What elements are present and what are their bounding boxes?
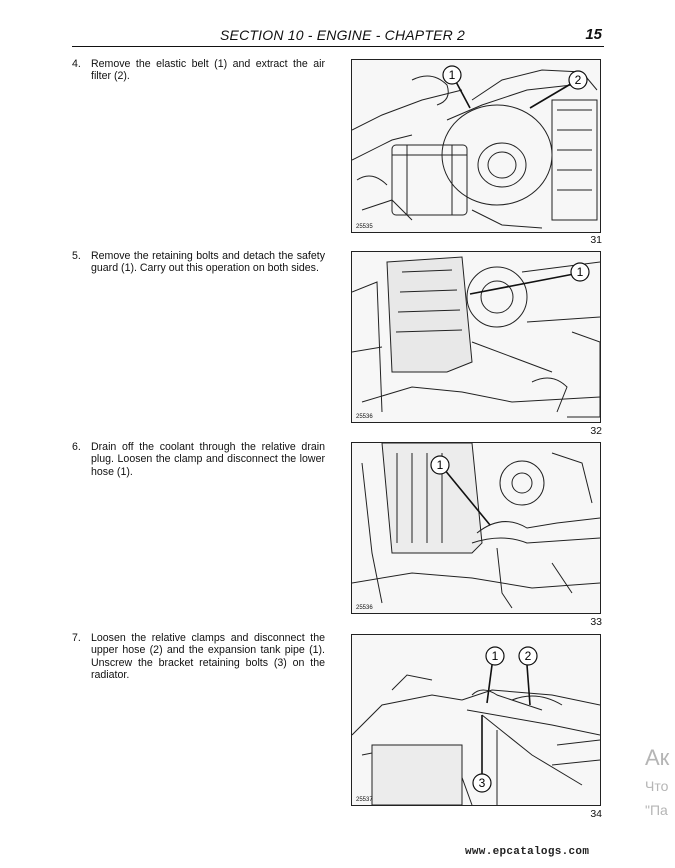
step-text: Loosen the relative clamps and disconnec…: [91, 632, 325, 682]
engine-illustration-upper-hose: 1 2 3: [352, 646, 600, 805]
step-7: 7. Loosen the relative clamps and discon…: [72, 632, 325, 682]
figure-code: 25536: [356, 605, 373, 611]
callout-2-label: 2: [525, 649, 532, 663]
figure-number: 32: [590, 425, 602, 437]
activation-overlay-line3: "Па: [645, 802, 668, 818]
engine-illustration-air-filter: 1 2: [352, 65, 598, 229]
callout-1: [570, 262, 590, 282]
callout-3-label: 3: [479, 776, 486, 790]
engine-illustration-safety-guard: 1: [352, 256, 600, 418]
callout-3: [472, 773, 492, 793]
callout-2: [568, 70, 588, 90]
figure-number: 34: [590, 808, 602, 820]
figure-31: 1 2 25535: [351, 59, 601, 233]
step-text: Remove the elastic belt (1) and extract …: [91, 58, 325, 83]
step-number: 4.: [72, 58, 81, 70]
callout-1: [485, 646, 505, 666]
figure-code: 25535: [356, 224, 373, 230]
section-title: SECTION 10 - ENGINE - CHAPTER 2: [220, 27, 466, 43]
page-header: SECTION 10 - ENGINE - CHAPTER 2 15: [72, 26, 604, 47]
callout-1-label: 1: [492, 649, 499, 663]
figure-33: 1 25536: [351, 442, 601, 614]
footer-site-url: www.epcatalogs.com: [465, 846, 590, 858]
step-6: 6. Drain off the coolant through the rel…: [72, 441, 325, 478]
activation-overlay-line1: Ак: [645, 745, 670, 770]
callout-2: [518, 646, 538, 666]
figure-34: 1 2 3 25537: [351, 634, 601, 806]
activation-overlay-line2: Что: [645, 778, 669, 794]
step-number: 7.: [72, 632, 81, 644]
step-number: 6.: [72, 441, 81, 453]
callout-1-label: 1: [437, 458, 444, 472]
figure-code: 25537: [356, 797, 373, 803]
step-number: 5.: [72, 250, 81, 262]
engine-illustration-lower-hose: 1: [352, 443, 600, 609]
figure-code: 25536: [356, 414, 373, 420]
figure-32: 1 25536: [351, 251, 601, 423]
callout-1-label: 1: [449, 68, 456, 82]
figure-number: 33: [590, 616, 602, 628]
step-text: Remove the retaining bolts and detach th…: [91, 250, 325, 275]
callout-1: [430, 455, 450, 475]
step-text: Drain off the coolant through the relati…: [91, 441, 325, 478]
callout-1: [442, 65, 462, 85]
step-5: 5. Remove the retaining bolts and detach…: [72, 250, 325, 275]
figure-number: 31: [590, 234, 602, 246]
step-4: 4. Remove the elastic belt (1) and extra…: [72, 58, 325, 83]
callout-2-label: 2: [575, 73, 582, 87]
callout-1-label: 1: [577, 265, 584, 279]
page-number: 15: [585, 26, 602, 43]
